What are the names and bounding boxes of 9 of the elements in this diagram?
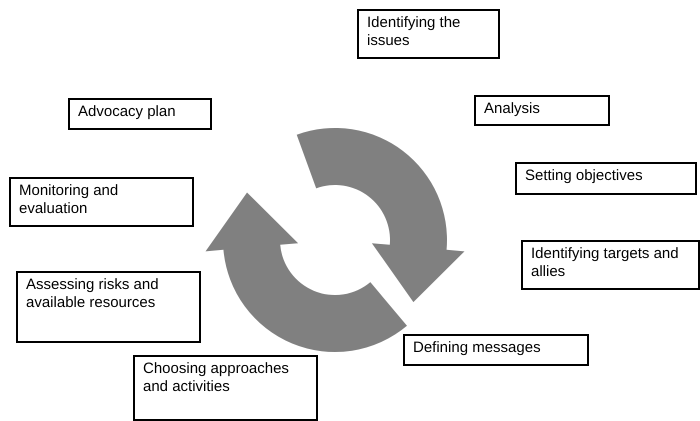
step-box: Identifying targets and allies — [521, 240, 700, 290]
step-box: Monitoring and evaluation — [9, 177, 194, 227]
step-box: Advocacy plan — [68, 98, 212, 130]
step-box: Defining messages — [403, 334, 589, 366]
step-box: Setting objectives — [515, 162, 697, 195]
step-box: Choosing approaches and activities — [133, 355, 318, 421]
step-box: Analysis — [474, 95, 610, 126]
step-box: Identifying the issues — [357, 9, 500, 59]
step-box: Assessing risks and available resources — [16, 271, 201, 343]
